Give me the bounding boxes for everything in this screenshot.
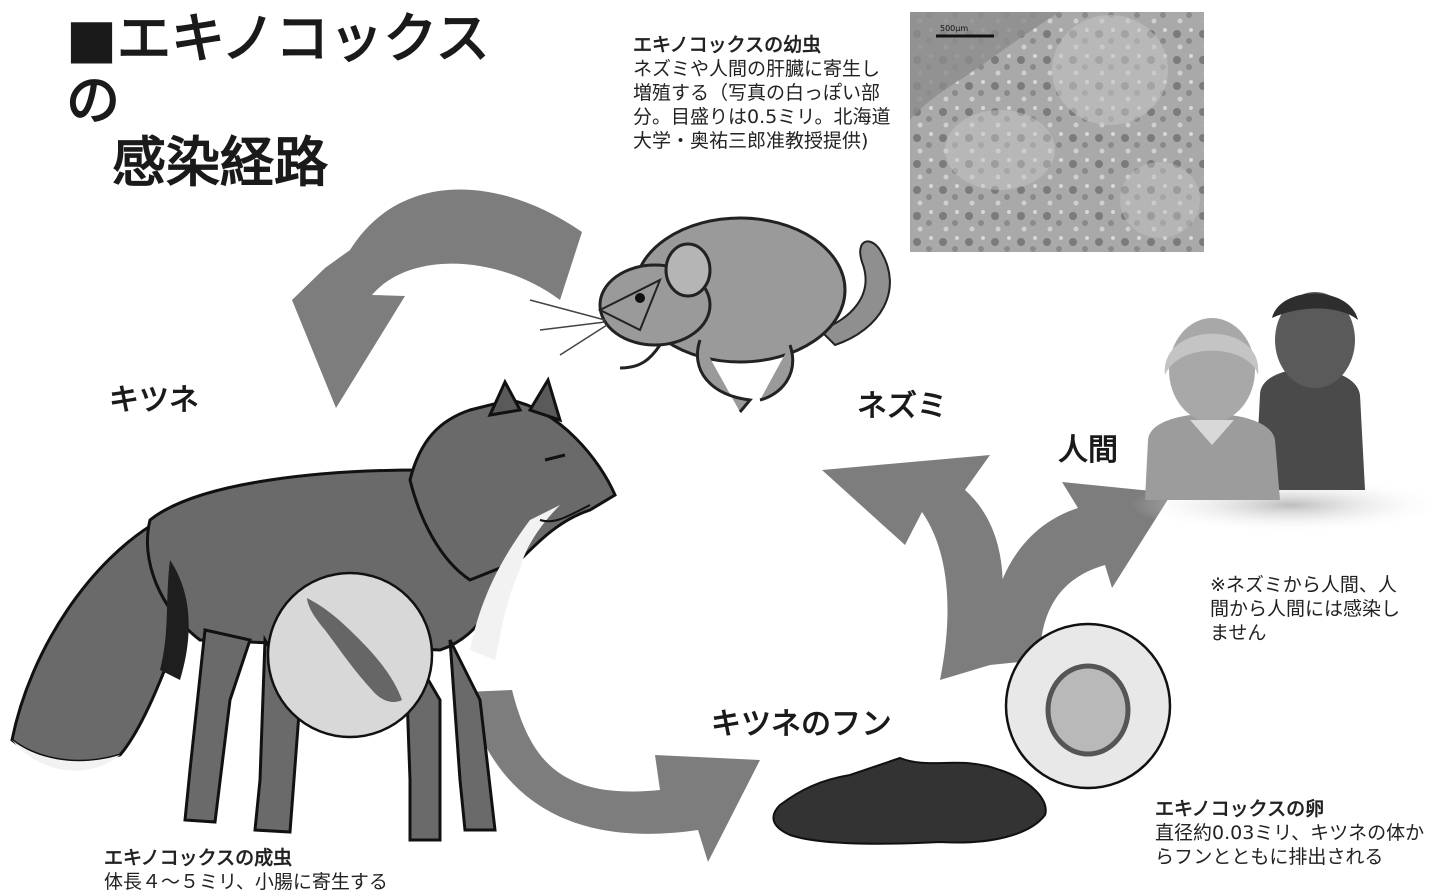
label-fox: キツネ — [109, 383, 199, 418]
label-human: 人間 — [1058, 433, 1118, 468]
adult-caption: エキノコックスの成虫 体長４～５ミリ、小腸に寄生する — [104, 846, 444, 894]
label-feces: キツネのフン — [711, 707, 892, 742]
label-mouse: ネズミ — [857, 389, 947, 424]
adult-worm-magnifier — [266, 571, 434, 739]
adult-caption-heading: エキノコックスの成虫 — [104, 847, 293, 869]
photo-scale-text: 500μm — [940, 24, 968, 33]
feces-illustration — [772, 756, 1047, 845]
title-line-1: ■エキノコックスの — [66, 7, 490, 132]
egg-caption: エキノコックスの卵 直径約0.03ミリ、キツネの体からフンとともに排出される — [1155, 797, 1425, 869]
mouse-illustration — [529, 216, 891, 413]
arrow-feces-to-mouse — [822, 455, 1003, 680]
larva-caption: エキノコックスの幼虫 ネズミや人間の肝臓に寄生し増殖する（写真の白っぽい部分。目… — [633, 33, 897, 153]
page-title: ■エキノコックスの 感染経路 — [66, 8, 526, 194]
arrow-feces-to-human — [989, 482, 1172, 665]
egg-caption-heading: エキノコックスの卵 — [1155, 798, 1325, 820]
no-transmission-note: ※ネズミから人間、人間から人間には感染しません — [1210, 574, 1401, 644]
arrow-fox-to-feces — [465, 690, 760, 862]
people-icon — [1130, 292, 1431, 533]
larva-photo: 500μm — [910, 12, 1204, 252]
arrow-mouse-to-fox — [292, 189, 582, 408]
title-line-2: 感染経路 — [112, 131, 328, 194]
larva-caption-body: ネズミや人間の肝臓に寄生し増殖する（写真の白っぽい部分。目盛りは0.5ミリ。北海… — [633, 58, 891, 152]
larva-caption-heading: エキノコックスの幼虫 — [633, 34, 822, 56]
egg-caption-body: 直径約0.03ミリ、キツネの体からフンとともに排出される — [1155, 822, 1425, 868]
egg-magnifier — [1004, 622, 1172, 790]
adult-caption-body: 体長４～５ミリ、小腸に寄生する — [104, 871, 388, 893]
